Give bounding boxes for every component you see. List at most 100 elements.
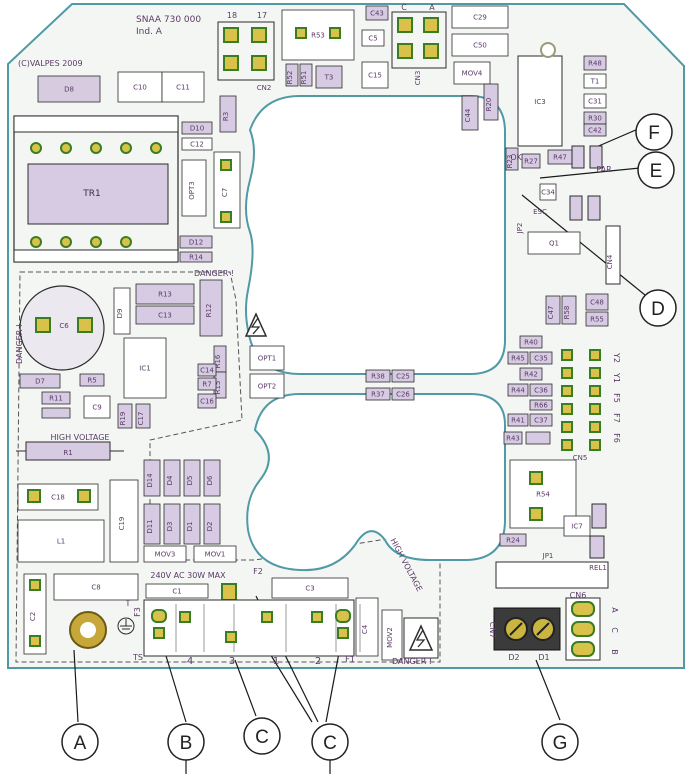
hv-warning-icon bbox=[244, 312, 268, 337]
tr1-pin bbox=[60, 142, 72, 154]
component-r42: R42 bbox=[519, 367, 543, 381]
copyright: (C)VALPES 2009 bbox=[18, 59, 83, 68]
c6-label: C6 bbox=[59, 322, 69, 330]
pad-c2 bbox=[29, 635, 41, 647]
label-r30: R30 bbox=[588, 115, 602, 123]
label-c13: C13 bbox=[158, 312, 172, 320]
label-r13: R13 bbox=[158, 291, 172, 299]
component-ic7: IC7 bbox=[563, 515, 591, 537]
component-d12: D12 bbox=[179, 235, 213, 249]
callout-label: C bbox=[255, 727, 269, 748]
component-r43: R43 bbox=[503, 431, 523, 445]
label-d7: D7 bbox=[35, 378, 45, 386]
component-r10 bbox=[41, 407, 71, 419]
component-c43: C43 bbox=[365, 5, 389, 21]
cn5-label: CN5 bbox=[573, 454, 588, 462]
pad-c7 bbox=[220, 211, 232, 223]
small-part bbox=[591, 503, 607, 529]
label-c4: C4 bbox=[361, 624, 369, 634]
component-r40: R40 bbox=[519, 335, 543, 349]
component-r14: R14 bbox=[179, 251, 213, 263]
label-c3: C3 bbox=[305, 585, 314, 593]
label-opt2: OPT2 bbox=[258, 383, 276, 391]
component-c50: C50 bbox=[451, 33, 509, 57]
component-r41: R41 bbox=[507, 413, 529, 427]
component-c31: C31 bbox=[583, 93, 607, 109]
via-hole bbox=[540, 42, 556, 58]
component-r7: R7 bbox=[197, 377, 217, 391]
tr1-pin bbox=[150, 142, 162, 154]
label-r53: R53 bbox=[311, 32, 325, 40]
capacitor-c6: C6 bbox=[19, 285, 105, 371]
pad-cn3 bbox=[397, 17, 413, 33]
component-d6: D6 bbox=[203, 459, 221, 497]
callout-label: G bbox=[553, 733, 568, 754]
cn6-c-label: C bbox=[610, 627, 619, 633]
component-d11: D11 bbox=[143, 503, 161, 545]
fuse-f2 bbox=[221, 583, 237, 601]
tr1-pin bbox=[120, 236, 132, 248]
component-r37: R37 bbox=[365, 387, 391, 401]
pad-cn3 bbox=[397, 43, 413, 59]
label-c10: C10 bbox=[133, 84, 147, 92]
component-r11: R11 bbox=[41, 391, 71, 405]
terminal-17-label: 17 bbox=[257, 11, 267, 20]
label-opt1: OPT1 bbox=[258, 355, 276, 363]
label-mov3: MOV3 bbox=[155, 551, 176, 559]
label-r66: R66 bbox=[534, 402, 548, 410]
tr1-pin bbox=[60, 236, 72, 248]
relay-rel1 bbox=[495, 561, 609, 589]
component-c47: C47 bbox=[545, 295, 561, 325]
callout-e: E bbox=[637, 151, 675, 189]
high-voltage-left: HIGH VOLTAGE bbox=[51, 433, 110, 442]
label-ic3: IC3 bbox=[534, 98, 545, 106]
pad-c18 bbox=[27, 489, 41, 503]
label-mov4: MOV4 bbox=[462, 70, 483, 78]
label-r38: R38 bbox=[371, 373, 385, 381]
component-c9: C9 bbox=[83, 395, 111, 419]
component-r5: R5 bbox=[79, 373, 105, 387]
label-c42: C42 bbox=[588, 127, 602, 135]
label-d8: D8 bbox=[64, 86, 74, 94]
label-opt3: OPT3 bbox=[188, 181, 196, 199]
label-r44: R44 bbox=[511, 387, 525, 395]
cn3-a-label: A bbox=[429, 3, 435, 12]
label-d10: D10 bbox=[190, 125, 204, 133]
small-part bbox=[589, 535, 605, 559]
component-r3: R3 bbox=[219, 95, 237, 133]
esc-label: ESC bbox=[533, 208, 547, 216]
component-c42: C42 bbox=[583, 123, 607, 137]
ok-label: OK bbox=[510, 153, 522, 162]
callout-d: D bbox=[639, 289, 677, 327]
label-c43: C43 bbox=[370, 10, 384, 18]
component-c13: C13 bbox=[135, 305, 195, 325]
component-opt3: OPT3 bbox=[181, 159, 207, 217]
component-d8: D8 bbox=[37, 75, 101, 103]
jp2-label: JP2 bbox=[516, 223, 524, 235]
revision: Ind. A bbox=[136, 27, 163, 37]
label-c34: C34 bbox=[541, 189, 555, 197]
label-d4: D4 bbox=[166, 475, 174, 485]
cn6-a-label: A bbox=[610, 607, 619, 613]
rating-label: 240V AC 30W MAX bbox=[150, 571, 226, 580]
label-r42: R42 bbox=[524, 371, 538, 379]
callout-g: G bbox=[541, 723, 579, 761]
label-r14: R14 bbox=[189, 254, 203, 262]
terminal-2-label: 2 bbox=[315, 656, 321, 667]
label-c15: C15 bbox=[368, 72, 382, 80]
f2-label: F2 bbox=[253, 567, 263, 576]
callout-label: D bbox=[651, 299, 665, 320]
label-c25: C25 bbox=[396, 373, 410, 381]
connector-cn6 bbox=[565, 597, 601, 661]
component-t1: T1 bbox=[583, 73, 607, 89]
tr1-pin bbox=[30, 236, 42, 248]
pad-18-17 bbox=[251, 55, 267, 71]
pad-r53 bbox=[329, 27, 341, 39]
component-c3: C3 bbox=[271, 577, 349, 599]
label-r52: R52 bbox=[286, 71, 294, 85]
pad-r54 bbox=[529, 471, 543, 485]
terminal-pad bbox=[337, 627, 349, 639]
